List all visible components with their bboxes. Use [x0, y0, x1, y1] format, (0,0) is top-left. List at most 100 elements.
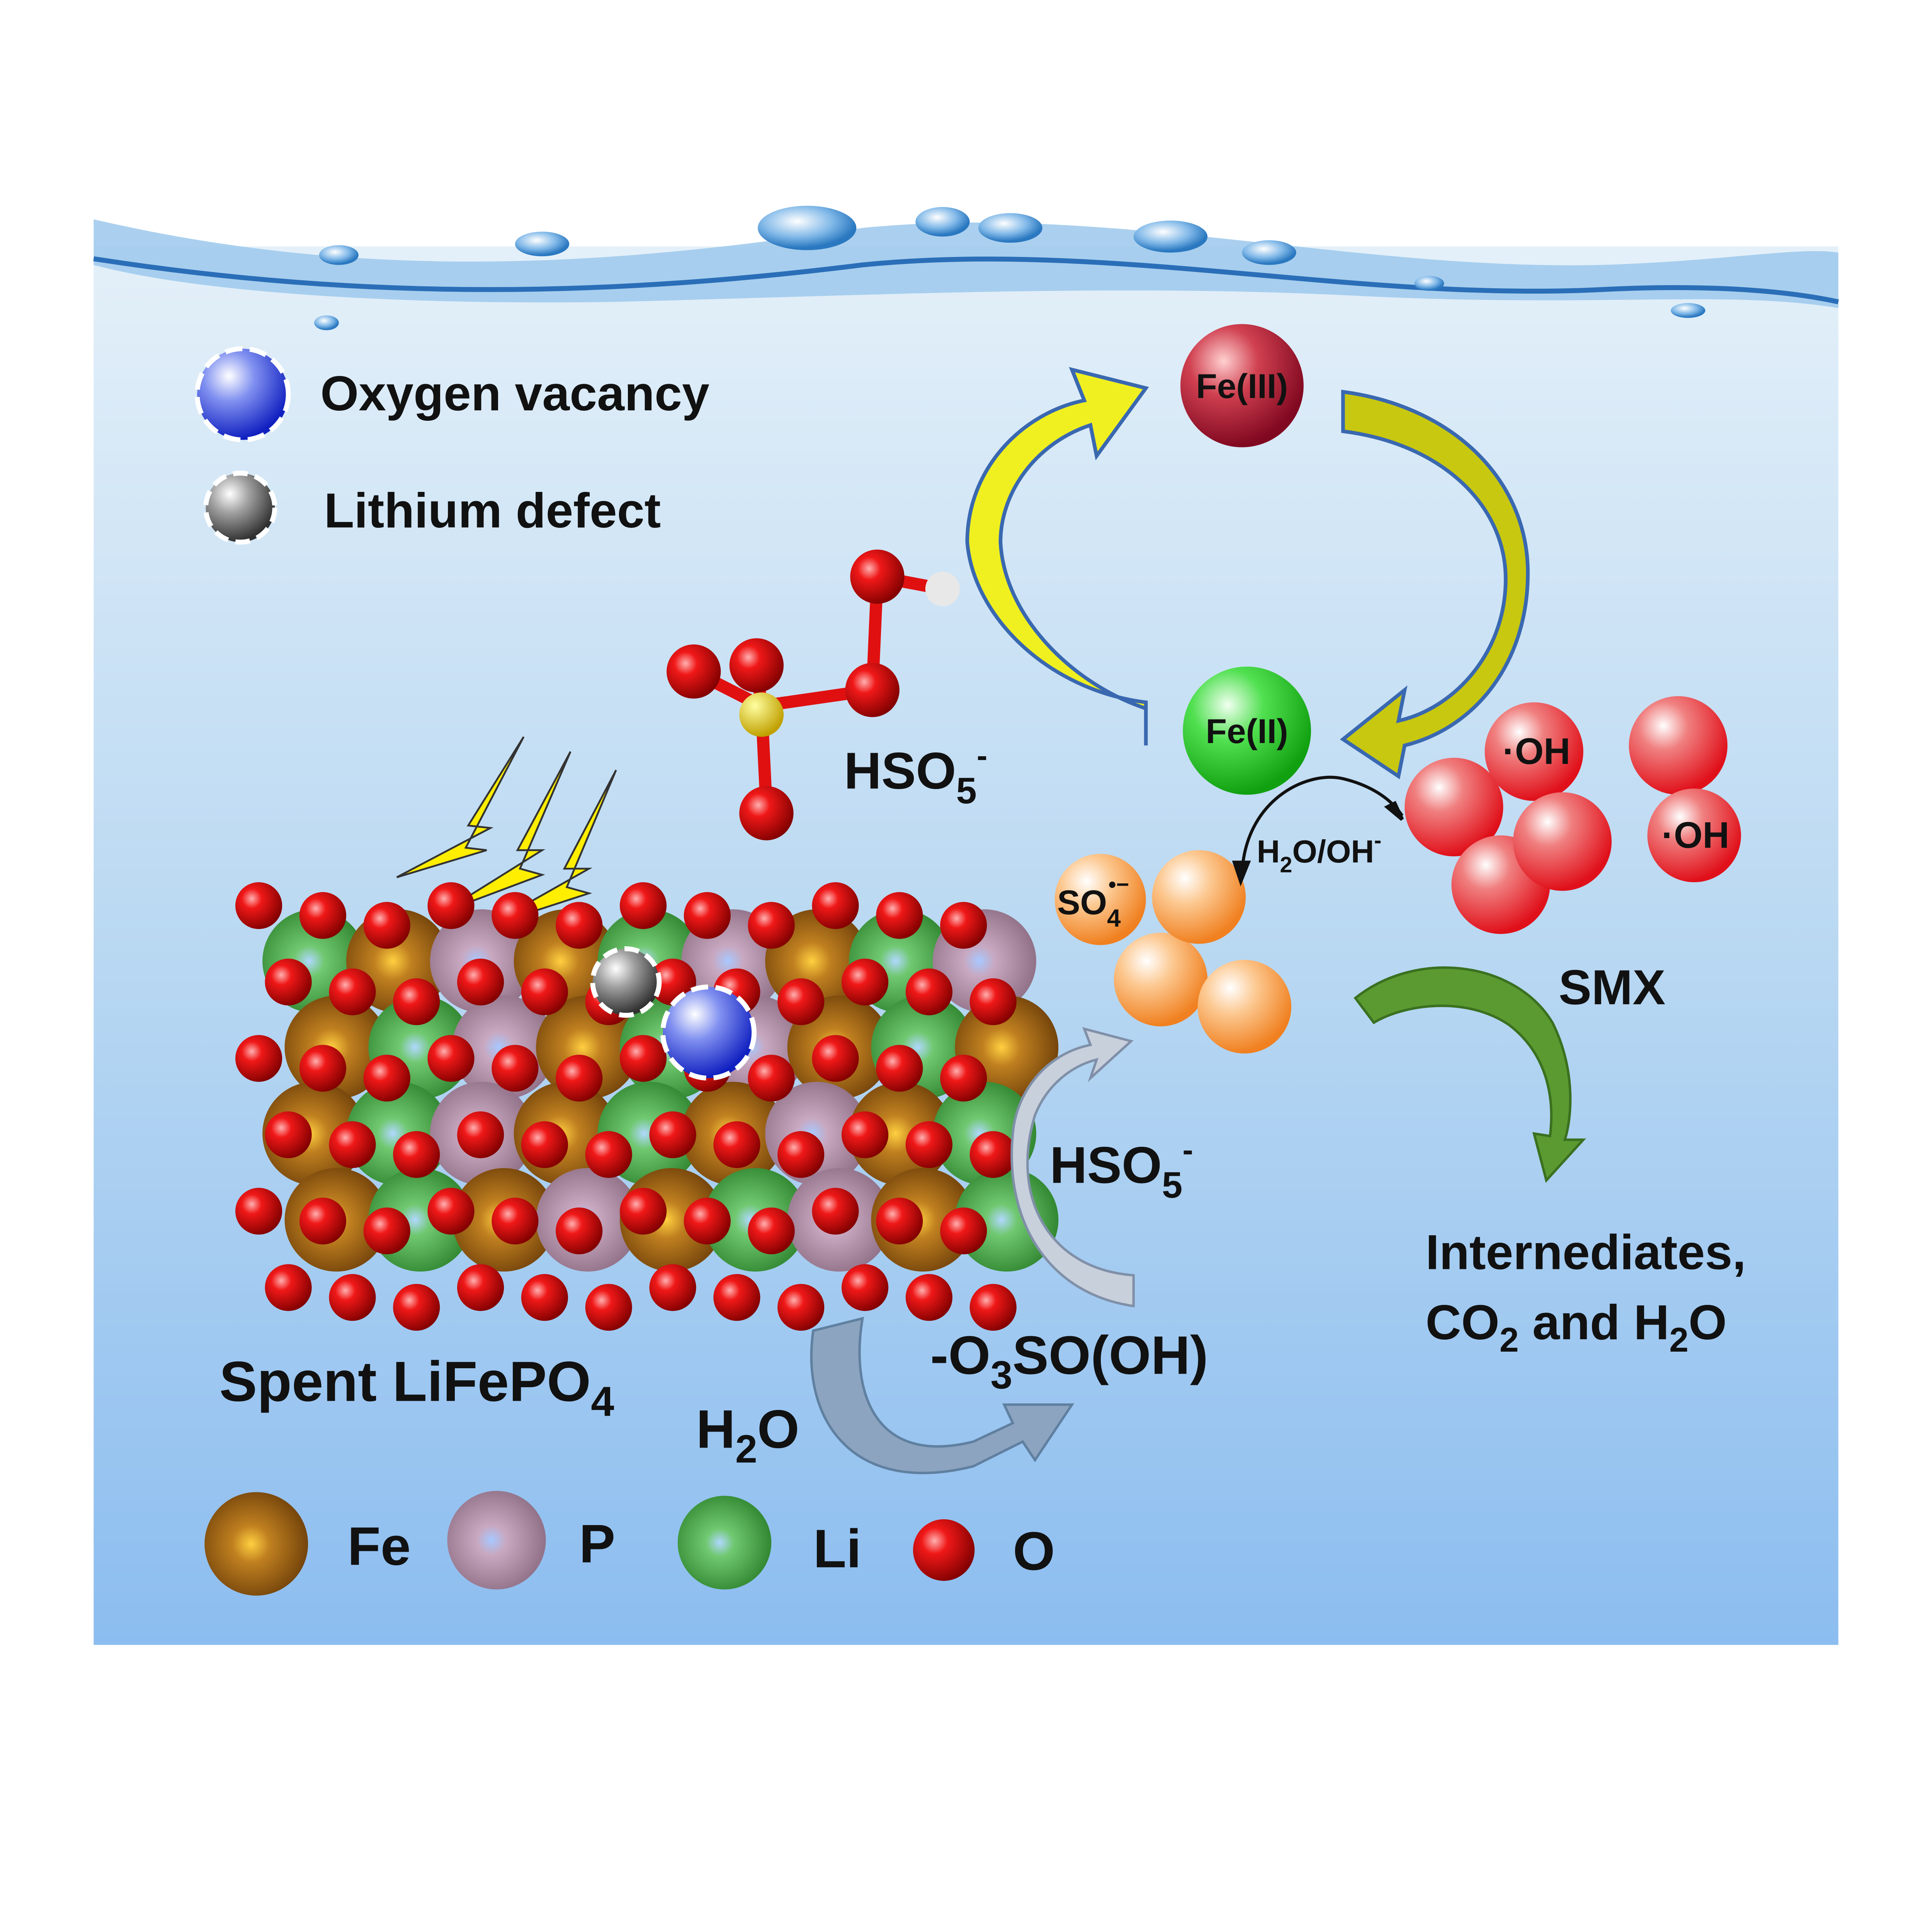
o-atom-icon [913, 1519, 975, 1581]
o-atom [812, 1035, 859, 1082]
li-atom-icon [677, 1496, 772, 1590]
lithium-defect-site [590, 946, 662, 1018]
so4-radical-label: SO4•− [1057, 872, 1129, 932]
o-atom [841, 1264, 889, 1311]
o-atom [457, 958, 504, 1006]
o-atom [905, 968, 952, 1015]
sulfate-radical-cluster [1054, 850, 1291, 1054]
o-atom [969, 1284, 1017, 1331]
oxygen-vacancy-site [660, 984, 757, 1081]
o-atom [427, 1187, 474, 1235]
hydroxyl-radical-cluster [1405, 696, 1741, 934]
o-atom [649, 1111, 696, 1158]
fe-redox-cycle: Fe(III) Fe(II) [965, 324, 1530, 795]
h2o-oh-label: H2O/OH- [1257, 828, 1382, 878]
o-atom [713, 1274, 760, 1321]
o-atom [363, 1207, 410, 1255]
arrowheads-icon [1232, 801, 1404, 886]
hso5-activation-arrow-icon [1010, 1027, 1135, 1308]
h2o-arrow-icon [810, 1316, 1075, 1475]
o-atom [969, 1131, 1017, 1178]
o-atom [777, 978, 825, 1026]
o-atom [940, 1207, 987, 1255]
o-atom [521, 968, 568, 1015]
oh-radical-label-1: ·OH [1503, 731, 1570, 772]
o-atom [235, 882, 282, 929]
o-atom [619, 882, 667, 929]
o-atom [492, 1045, 539, 1092]
o-atom [457, 1264, 504, 1311]
o-atom [649, 1264, 696, 1311]
o-atom [969, 978, 1017, 1026]
oh-radical-label-2: ·OH [1662, 815, 1729, 856]
o-atom [521, 1121, 568, 1168]
lithium-defect-sphere-icon [203, 471, 277, 545]
cycle-arrow-up-icon [965, 367, 1149, 746]
o-atom [585, 1131, 632, 1178]
h2o-oh-conversion-arrow-icon [1240, 776, 1404, 875]
o-atom [329, 968, 376, 1015]
o-atom [393, 978, 440, 1026]
legend-lithium-defect: Lithium defect [203, 471, 661, 545]
spent-lifepo4-label: Spent LiFePO4 [219, 1350, 614, 1425]
products-line-2: CO2 and H2O [1425, 1295, 1727, 1359]
o-atom [329, 1274, 376, 1321]
o-atom [299, 1197, 347, 1245]
o-atom [492, 892, 539, 939]
fe3-label: Fe(III) [1196, 367, 1288, 405]
fe-atom-icon [204, 1492, 308, 1596]
o-atom [427, 1035, 474, 1082]
oxygen-vacancy-sphere-icon [194, 346, 291, 442]
o-atom [265, 1264, 312, 1311]
lithium-defect-label: Lithium defect [324, 483, 661, 538]
p-atom-icon [447, 1491, 546, 1590]
o-atom [748, 1054, 795, 1102]
o-atom [393, 1131, 440, 1178]
smx-label: SMX [1559, 960, 1665, 1015]
o-atom [748, 902, 795, 949]
o-atom [521, 1274, 568, 1321]
hso5-label-top: HSO5- [844, 737, 987, 811]
o-atom [812, 882, 859, 929]
o-atom [905, 1121, 952, 1168]
o-atom [940, 902, 987, 949]
o-atom [684, 1197, 731, 1245]
o-atom [619, 1187, 667, 1235]
o-atom [265, 1111, 312, 1158]
o-atom [265, 958, 312, 1006]
h2o-label: H2O [696, 1399, 799, 1471]
legend-atoms: Fe P Li O [204, 1491, 1055, 1596]
legend-oxygen-vacancy: Oxygen vacancy [194, 346, 709, 442]
diagram-canvas: Oxygen vacancy Lithium defect Fe(III) Fe… [93, 206, 1839, 1645]
o-atom [299, 892, 347, 939]
o-atom [777, 1131, 825, 1178]
o-atom [748, 1207, 795, 1255]
cycle-arrow-down-icon [1340, 389, 1530, 779]
water-surface-wave [93, 206, 1839, 330]
o-atom [556, 902, 603, 949]
o-atom [841, 1111, 889, 1158]
o-atom [393, 1284, 440, 1331]
p-legend-label: P [579, 1513, 616, 1574]
degradation-arrow-icon [1354, 966, 1586, 1183]
o-atom [713, 1121, 760, 1168]
o-atom [876, 1045, 923, 1092]
o-atom [905, 1274, 952, 1321]
o-atom [492, 1197, 539, 1245]
o-atom [299, 1045, 347, 1092]
hso5-molecule [667, 549, 960, 840]
o-atom [876, 1197, 923, 1245]
fe2-sphere [1183, 667, 1311, 795]
o-legend-label: O [1013, 1520, 1055, 1581]
oxygen-vacancy-label: Oxygen vacancy [320, 366, 709, 421]
li-legend-label: Li [813, 1518, 862, 1579]
fe3-sphere [1180, 324, 1304, 447]
o-atom [684, 892, 731, 939]
o-atom [363, 902, 410, 949]
o-atom [329, 1121, 376, 1168]
o-atom [619, 1035, 667, 1082]
o-atom [940, 1054, 987, 1102]
hso5-label-mid: HSO5- [1050, 1132, 1193, 1206]
o-atom [363, 1054, 410, 1102]
fe-legend-label: Fe [347, 1516, 411, 1577]
